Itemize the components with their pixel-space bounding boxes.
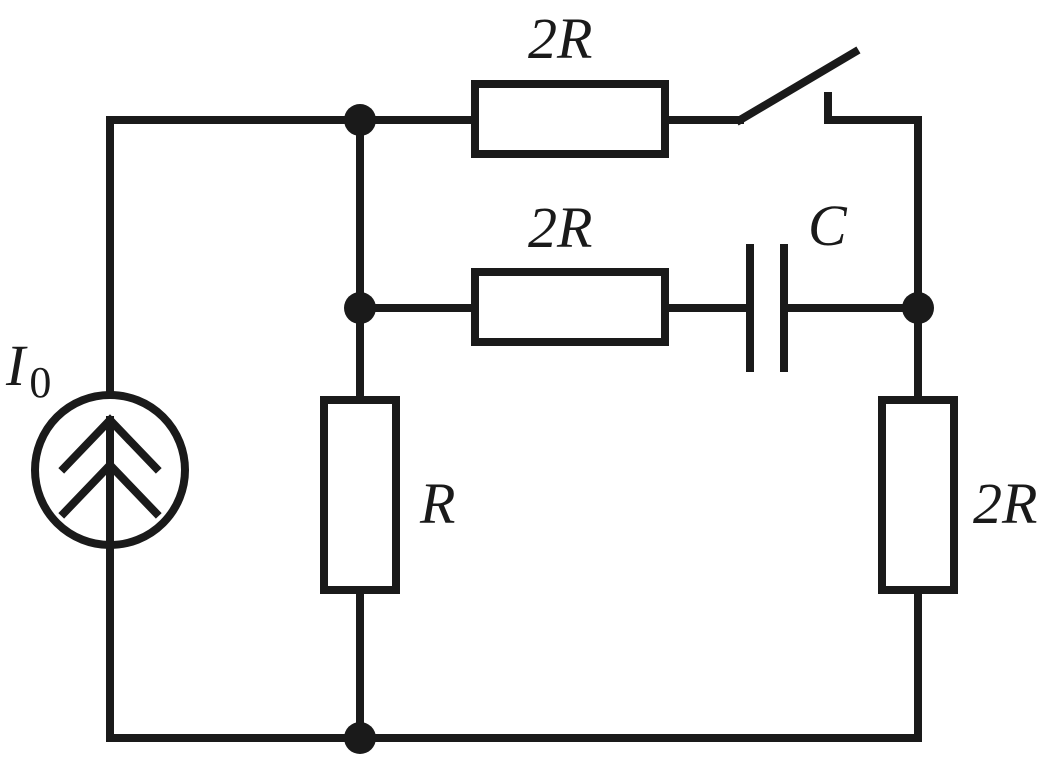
capacitor (746, 244, 788, 372)
junctions (344, 104, 934, 754)
switch (734, 46, 861, 126)
source-label: I0 (5, 333, 51, 407)
left-resistor-label: R (419, 471, 455, 536)
middle-resistor (471, 268, 669, 346)
junction-middle-left (344, 292, 376, 324)
capacitor-label: C (808, 193, 848, 258)
left-resistor (320, 396, 400, 594)
top-resistor-label: 2R (528, 6, 592, 71)
junction-middle-right (902, 292, 934, 324)
junction-top-left (344, 104, 376, 136)
right-resistor-label: 2R (973, 471, 1037, 536)
current-source (31, 391, 189, 549)
right-resistor (878, 396, 958, 594)
junction-bottom (344, 722, 376, 754)
source-label-symbol: I (5, 333, 28, 398)
wires (106, 92, 922, 742)
source-label-subscript: 0 (29, 358, 51, 407)
top-resistor (471, 80, 669, 158)
middle-resistor-label: 2R (528, 195, 592, 260)
wire-top-right (824, 92, 922, 312)
switch-blade (734, 46, 861, 126)
wire-left-top (106, 116, 364, 399)
wire-right-bottom (356, 586, 922, 742)
wire-left-bottom (106, 541, 364, 742)
